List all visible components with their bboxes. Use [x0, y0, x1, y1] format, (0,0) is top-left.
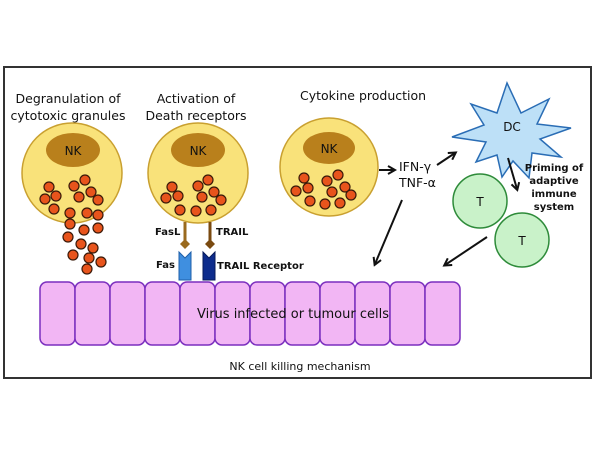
target-cell — [109, 281, 146, 346]
granule — [64, 207, 76, 219]
nk-cell-cytokine: NK — [279, 117, 379, 217]
ifn-gamma-label: IFN-γ — [399, 159, 432, 174]
fasl-label: FasL — [155, 227, 181, 238]
granule — [326, 186, 338, 198]
tnf-alpha-label: TNF-α — [398, 175, 436, 190]
granule — [68, 180, 80, 192]
cytokine-title: Cytokine production — [300, 88, 426, 103]
dc-label: DC — [503, 120, 521, 134]
fas-receptor — [178, 250, 192, 281]
granule — [95, 256, 107, 268]
priming-text-3: immune — [531, 189, 577, 200]
nk-label: NK — [190, 144, 208, 158]
granule — [215, 194, 227, 206]
granule — [339, 181, 351, 193]
granule — [92, 209, 104, 221]
target-cell-layer — [39, 281, 461, 346]
trail-ligand — [205, 239, 215, 249]
to-dc-arrow — [436, 153, 455, 166]
target-cell — [39, 281, 76, 346]
granule — [73, 191, 85, 203]
granule — [160, 192, 172, 204]
granule — [62, 231, 74, 243]
granule — [78, 224, 90, 236]
nk-cell-death-receptors: NK — [147, 122, 249, 224]
granule — [304, 195, 316, 207]
granule — [298, 172, 310, 184]
granule — [166, 181, 178, 193]
granule — [174, 204, 186, 216]
target-cell — [144, 281, 181, 346]
fas-label: Fas — [156, 260, 175, 271]
granule — [334, 197, 346, 209]
trail-label: TRAIL — [216, 227, 249, 238]
trail-receptor-label: TRAIL Receptor — [217, 261, 304, 272]
nk-label: NK — [65, 144, 83, 158]
nk-nucleus — [303, 132, 355, 164]
death-receptors-title-2: Death receptors — [145, 108, 246, 123]
nk-cell-degranulation: NK — [21, 122, 123, 275]
granule — [92, 194, 104, 206]
granule — [172, 190, 184, 202]
fasl-ligand — [180, 239, 190, 249]
t-cell-2 — [494, 212, 550, 268]
granule — [67, 249, 79, 261]
nk-label: NK — [321, 142, 339, 156]
granule — [290, 185, 302, 197]
granule — [81, 263, 93, 275]
granule — [48, 203, 60, 215]
cytokine-to-target-arrow — [375, 199, 403, 264]
t-to-target-arrow — [445, 236, 488, 265]
granule — [43, 181, 55, 193]
nk-nucleus — [171, 133, 225, 167]
granule — [192, 180, 204, 192]
granule — [345, 189, 357, 201]
granule — [39, 193, 51, 205]
t-cell-label: T — [517, 234, 526, 248]
dendritic-cell — [451, 80, 572, 180]
granule — [319, 198, 331, 210]
granule — [208, 186, 220, 198]
granule — [196, 191, 208, 203]
granule — [92, 222, 104, 234]
granule — [205, 204, 217, 216]
granule — [79, 174, 91, 186]
nk-nucleus — [46, 133, 100, 167]
degranulation-title-1: Degranulation of — [16, 91, 122, 106]
degranulation-title-2: cytotoxic granules — [11, 108, 126, 123]
t-cell-1 — [452, 173, 508, 229]
granule — [302, 182, 314, 194]
priming-text-4: system — [534, 202, 574, 213]
granule — [332, 169, 344, 181]
trail-receptor — [202, 250, 216, 281]
granule — [64, 218, 76, 230]
granule — [321, 175, 333, 187]
target-cells-label: Virus infected or tumour cells — [197, 307, 389, 322]
figure-caption: NK cell killing mechanism — [229, 360, 370, 373]
granule — [190, 205, 202, 217]
target-cell — [389, 281, 426, 346]
granule — [50, 190, 62, 202]
granule — [75, 238, 87, 250]
dc-to-t-arrow — [507, 157, 517, 189]
granule — [81, 207, 93, 219]
target-cell — [74, 281, 111, 346]
granule — [85, 186, 97, 198]
priming-text-1: Priming of — [525, 163, 584, 174]
target-cell — [424, 281, 461, 346]
death-receptors-title-1: Activation of — [157, 91, 236, 106]
granule — [202, 174, 214, 186]
t-cell-label: T — [475, 195, 484, 209]
granule — [87, 242, 99, 254]
priming-text-2: adaptive — [529, 176, 579, 187]
granule — [83, 252, 95, 264]
